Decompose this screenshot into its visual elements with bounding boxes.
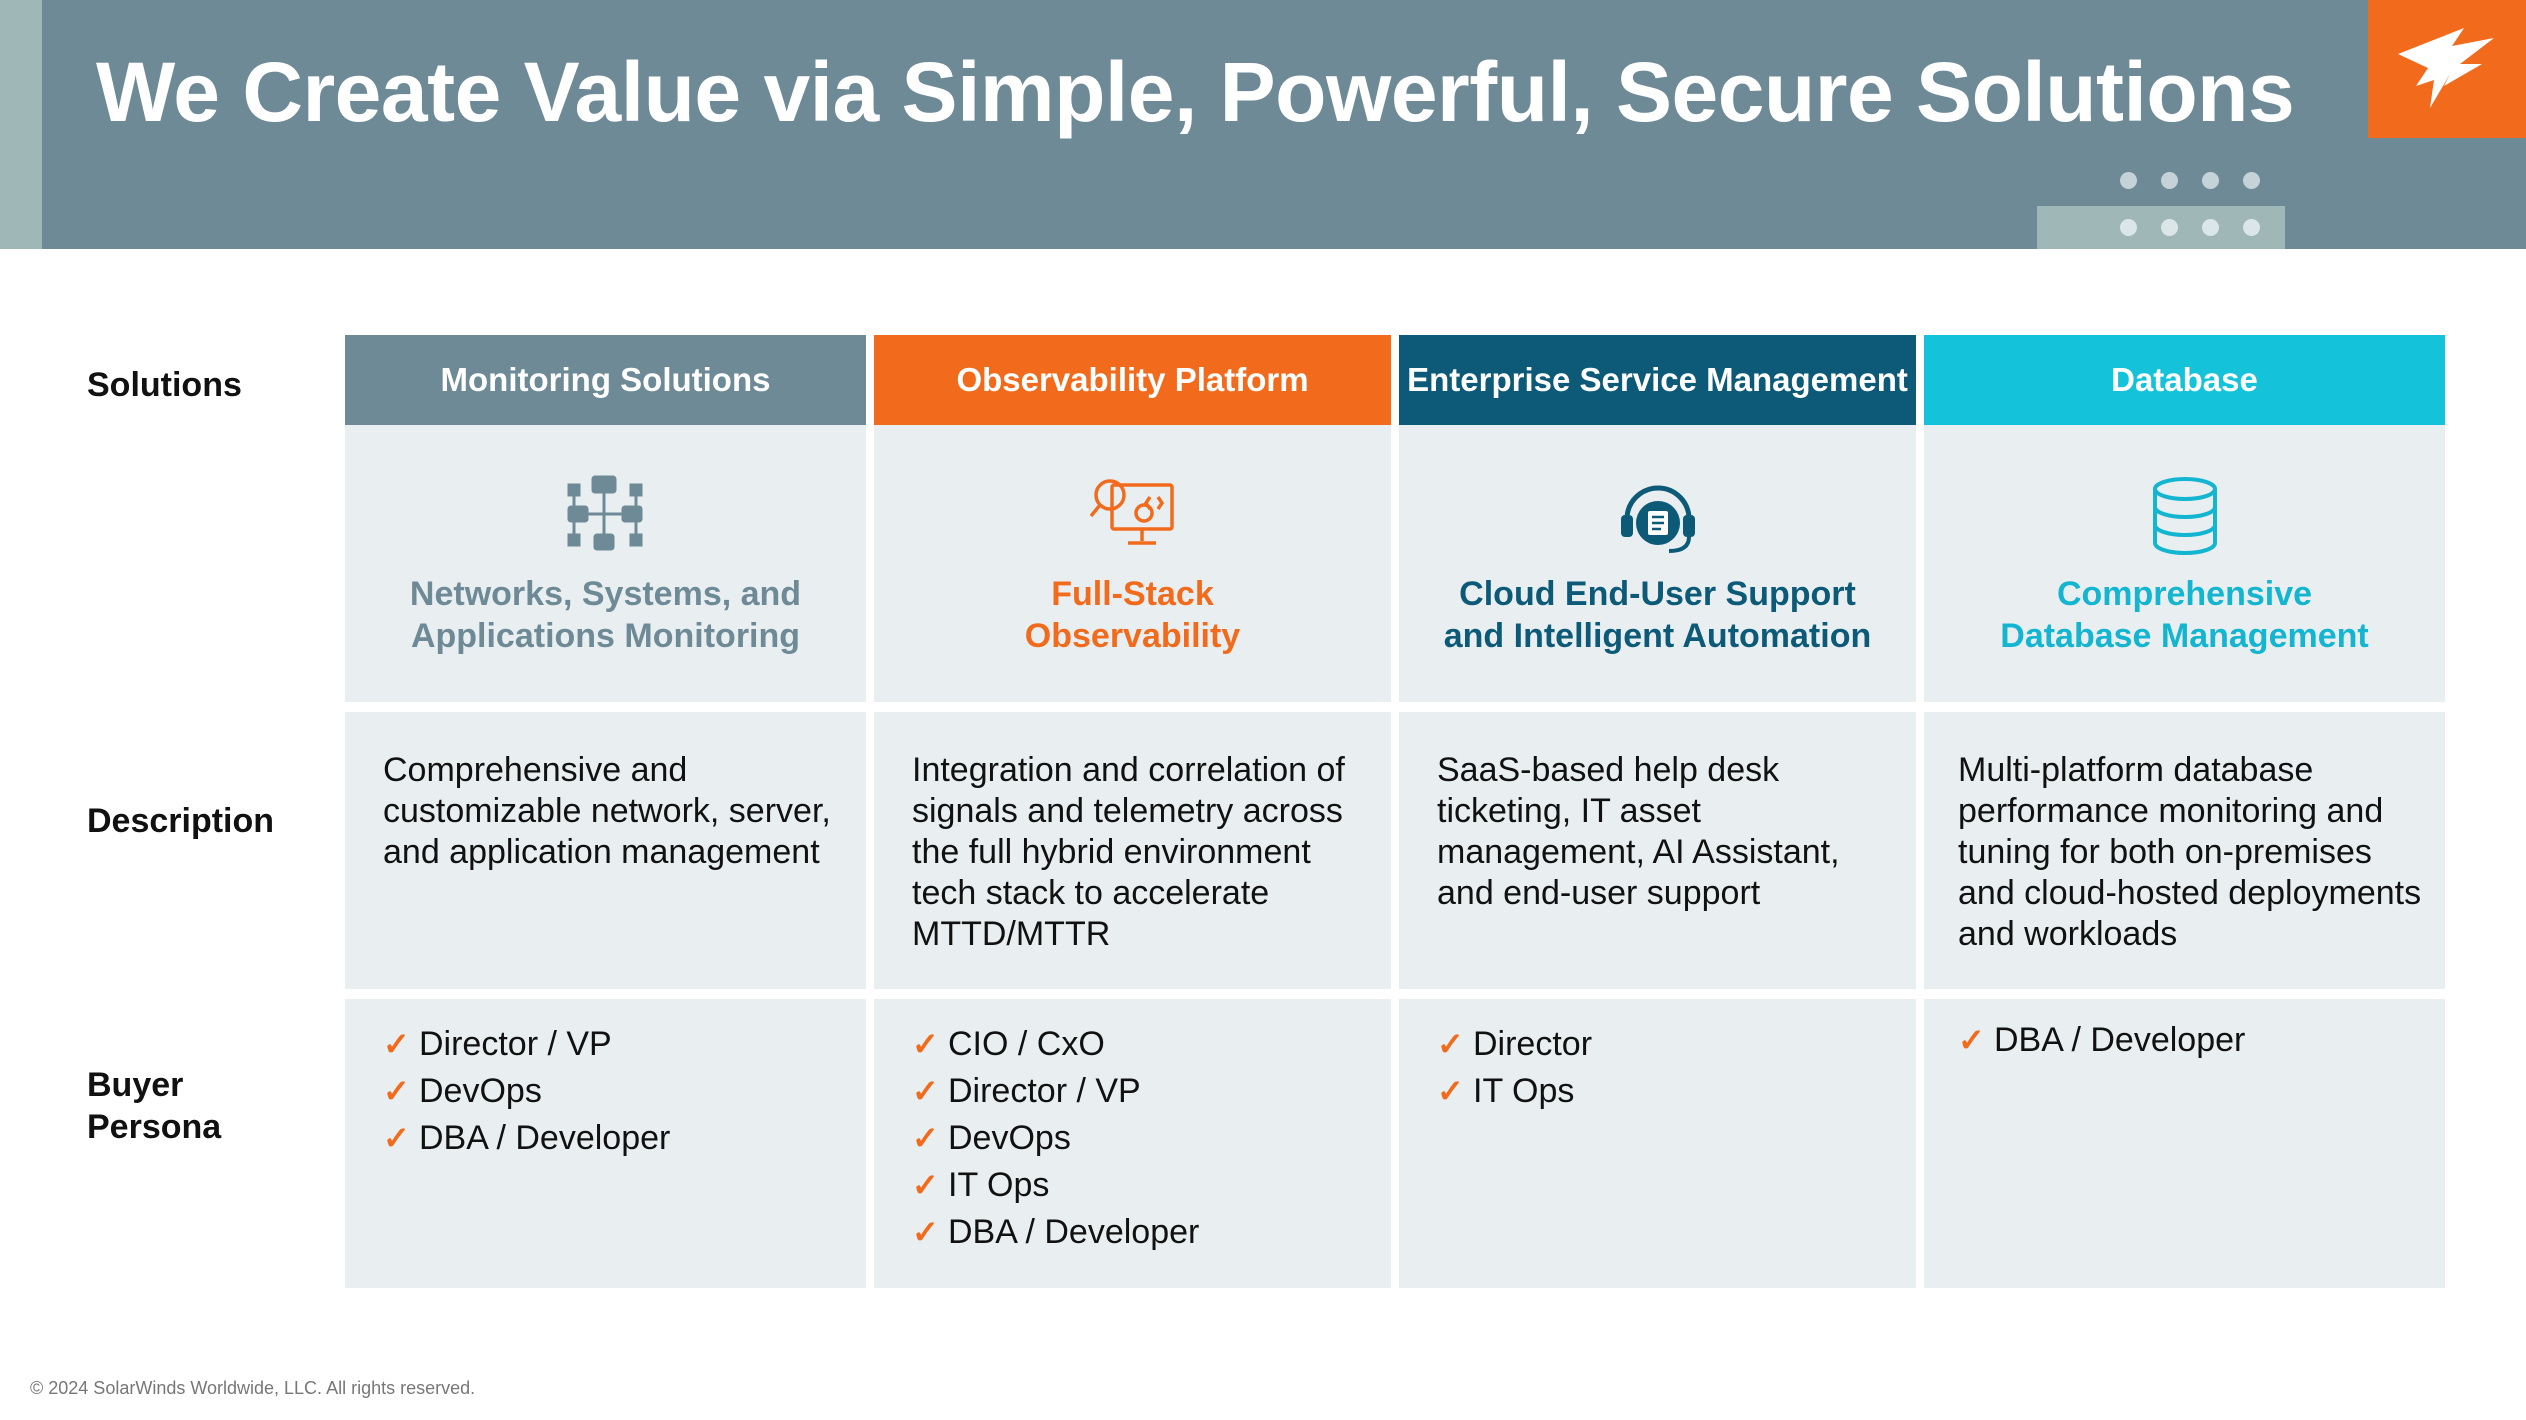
persona-list: ✓Director ✓IT Ops (1437, 1021, 1592, 1115)
description-cell-esm: SaaS-based help desk ticketing, IT asset… (1399, 712, 1916, 989)
column-header-observability: Observability Platform (874, 335, 1391, 425)
column-header-monitoring: Monitoring Solutions (345, 335, 866, 425)
header-accent-strip (0, 0, 42, 249)
row-label-buyer-line2: Persona (87, 1108, 222, 1146)
row-label-solutions: Solutions (87, 366, 242, 404)
persona-label: DevOps (419, 1072, 542, 1110)
persona-label: Director / VP (948, 1072, 1141, 1110)
solution-line1: Comprehensive (2056, 575, 2313, 613)
persona-label: Director (1473, 1025, 1593, 1063)
row-label-buyer-line1: Buyer (87, 1066, 184, 1104)
persona-item: ✓DevOps (383, 1068, 670, 1115)
persona-label: IT Ops (1473, 1072, 1575, 1110)
solution-text-database: Comprehensive Database Management (2000, 573, 2368, 657)
solution-line1: Cloud End-User Support (1459, 575, 1856, 613)
persona-label: CIO / CxO (948, 1025, 1105, 1063)
description-text: Multi-platform database performance moni… (1958, 751, 2422, 953)
network-topology-icon (567, 475, 642, 551)
persona-item: ✓Director (1437, 1021, 1592, 1068)
header-band: We Create Value via Simple, Powerful, Se… (0, 0, 2526, 249)
solution-cell-database: Comprehensive Database Management (1924, 425, 2445, 702)
solarwinds-logo (2368, 0, 2526, 138)
solution-line2: Applications Monitoring (410, 617, 801, 655)
persona-list: ✓Director / VP ✓DevOps ✓DBA / Developer (383, 1021, 670, 1162)
persona-label: Director / VP (419, 1025, 612, 1063)
description-cell-observability: Integration and correlation of signals a… (874, 712, 1391, 989)
checkmark-icon: ✓ (383, 1073, 410, 1109)
column-header-esm: Enterprise Service Management (1399, 335, 1916, 425)
persona-item: ✓DBA / Developer (383, 1115, 670, 1162)
description-cell-monitoring: Comprehensive and customizable network, … (345, 712, 866, 989)
observability-monitor-icon (1089, 479, 1174, 545)
description-text: Comprehensive and customizable network, … (383, 751, 831, 871)
solution-line1: Full-Stack (1051, 575, 1214, 613)
persona-cell-esm: ✓Director ✓IT Ops (1399, 999, 1916, 1288)
checkmark-icon: ✓ (1437, 1073, 1464, 1109)
checkmark-icon: ✓ (912, 1167, 939, 1203)
persona-list: ✓DBA / Developer (1958, 1017, 2245, 1064)
persona-item: ✓CIO / CxO (912, 1021, 1199, 1068)
checkmark-icon: ✓ (1958, 1022, 1985, 1058)
solution-text-observability: Full-Stack Observability (1025, 573, 1240, 657)
persona-item: ✓Director / VP (383, 1021, 670, 1068)
solution-line2: and Intelligent Automation (1443, 617, 1872, 655)
persona-label: DBA / Developer (948, 1213, 1200, 1251)
decorative-bar (2037, 206, 2285, 249)
checkmark-icon: ✓ (1437, 1026, 1464, 1062)
solution-cell-esm: Cloud End-User Support and Intelligent A… (1399, 425, 1916, 702)
persona-list: ✓CIO / CxO ✓Director / VP ✓DevOps ✓IT Op… (912, 1021, 1199, 1256)
persona-label: DBA / Developer (1994, 1021, 2246, 1059)
description-text: SaaS-based help desk ticketing, IT asset… (1437, 751, 1840, 912)
solution-line2: Observability (1024, 617, 1241, 655)
persona-item: ✓IT Ops (1437, 1068, 1592, 1115)
checkmark-icon: ✓ (383, 1026, 410, 1062)
slide-title: We Create Value via Simple, Powerful, Se… (96, 45, 2295, 139)
persona-label: IT Ops (948, 1166, 1050, 1204)
row-label-description: Description (87, 802, 275, 840)
column-header-database: Database (1924, 335, 2445, 425)
checkmark-icon: ✓ (912, 1026, 939, 1062)
solution-line2: Database Management (2000, 617, 2369, 655)
checkmark-icon: ✓ (383, 1120, 410, 1156)
persona-item: ✓Director / VP (912, 1068, 1199, 1115)
description-cell-database: Multi-platform database performance moni… (1924, 712, 2445, 989)
headset-support-icon (1620, 485, 1695, 553)
solution-cell-monitoring: Networks, Systems, and Applications Moni… (345, 425, 866, 702)
persona-item: ✓DevOps (912, 1115, 1199, 1162)
persona-cell-observability: ✓CIO / CxO ✓Director / VP ✓DevOps ✓IT Op… (874, 999, 1391, 1288)
persona-item: ✓DBA / Developer (1958, 1017, 2245, 1064)
persona-item: ✓DBA / Developer (912, 1209, 1199, 1256)
database-icon (2152, 477, 2217, 555)
persona-label: DBA / Developer (419, 1119, 671, 1157)
persona-label: DevOps (948, 1119, 1071, 1157)
persona-cell-database: ✓DBA / Developer (1924, 999, 2445, 1288)
row-label-buyer-persona: Buyer Persona (87, 1064, 221, 1148)
persona-cell-monitoring: ✓Director / VP ✓DevOps ✓DBA / Developer (345, 999, 866, 1288)
persona-item: ✓IT Ops (912, 1162, 1199, 1209)
checkmark-icon: ✓ (912, 1120, 939, 1156)
solution-cell-observability: Full-Stack Observability (874, 425, 1391, 702)
solution-text-monitoring: Networks, Systems, and Applications Moni… (410, 573, 801, 657)
checkmark-icon: ✓ (912, 1214, 939, 1250)
description-text: Integration and correlation of signals a… (912, 751, 1345, 953)
solution-text-esm: Cloud End-User Support and Intelligent A… (1444, 573, 1872, 657)
copyright-footer: © 2024 SolarWinds Worldwide, LLC. All ri… (30, 1378, 476, 1398)
solution-line1: Networks, Systems, and (409, 575, 802, 613)
solarwinds-bird-icon (2398, 28, 2494, 108)
checkmark-icon: ✓ (912, 1073, 939, 1109)
